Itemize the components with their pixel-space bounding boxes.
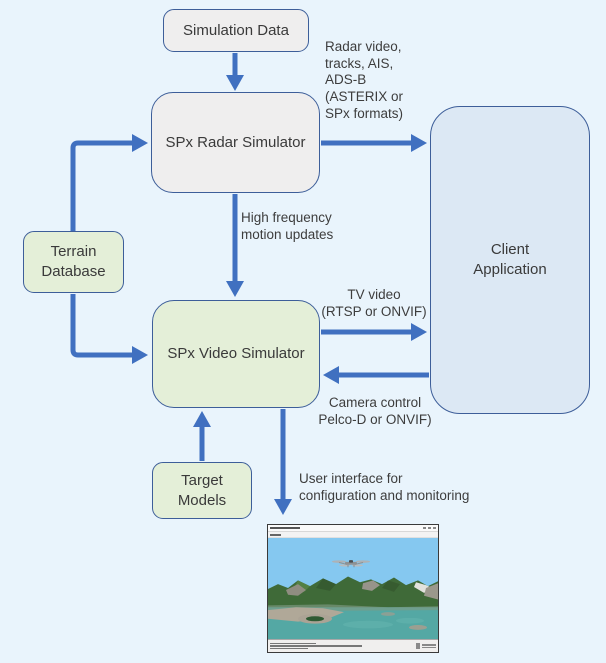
label-tv-video: TV video (RTSP or ONVIF) <box>321 287 427 319</box>
screenshot-titlebar <box>268 525 438 532</box>
flag-icon <box>416 643 420 649</box>
screenshot-statusbar <box>268 639 438 652</box>
node-terrain-database: Terrain Database <box>23 231 124 293</box>
node-target-models: Target Models <box>152 462 252 519</box>
drone-icon <box>332 560 370 568</box>
window-controls-icons <box>423 527 436 529</box>
node-simulation-data: Simulation Data <box>163 9 309 52</box>
status-right-icons <box>416 643 436 649</box>
screenshot-scene <box>268 538 438 639</box>
edge-terraindb-to-radarsim <box>70 134 148 231</box>
simulator-screenshot-window <box>267 524 439 653</box>
node-client-application: Client Application <box>430 106 590 414</box>
edge-terraindb-to-videosim <box>70 294 148 364</box>
label-camera-control: Camera control Pelco-D or ONVIF) <box>318 395 432 427</box>
label-radar-outputs: Radar video, tracks, AIS, ADS-B (ASTERIX… <box>325 39 404 121</box>
island-green <box>306 616 324 622</box>
node-spx-video-simulator: SPx Video Simulator <box>152 300 320 408</box>
label-motion-updates: High frequency motion updates <box>241 210 334 242</box>
status-mini-text <box>422 644 436 648</box>
status-text-placeholder <box>270 642 362 650</box>
screenshot-menubar <box>268 532 438 538</box>
node-spx-radar-simulator: SPx Radar Simulator <box>151 92 320 193</box>
menu-item-placeholder <box>270 533 281 536</box>
label-user-interface: User interface for configuration and mon… <box>299 471 470 503</box>
screenshot-title-placeholder <box>270 527 300 529</box>
